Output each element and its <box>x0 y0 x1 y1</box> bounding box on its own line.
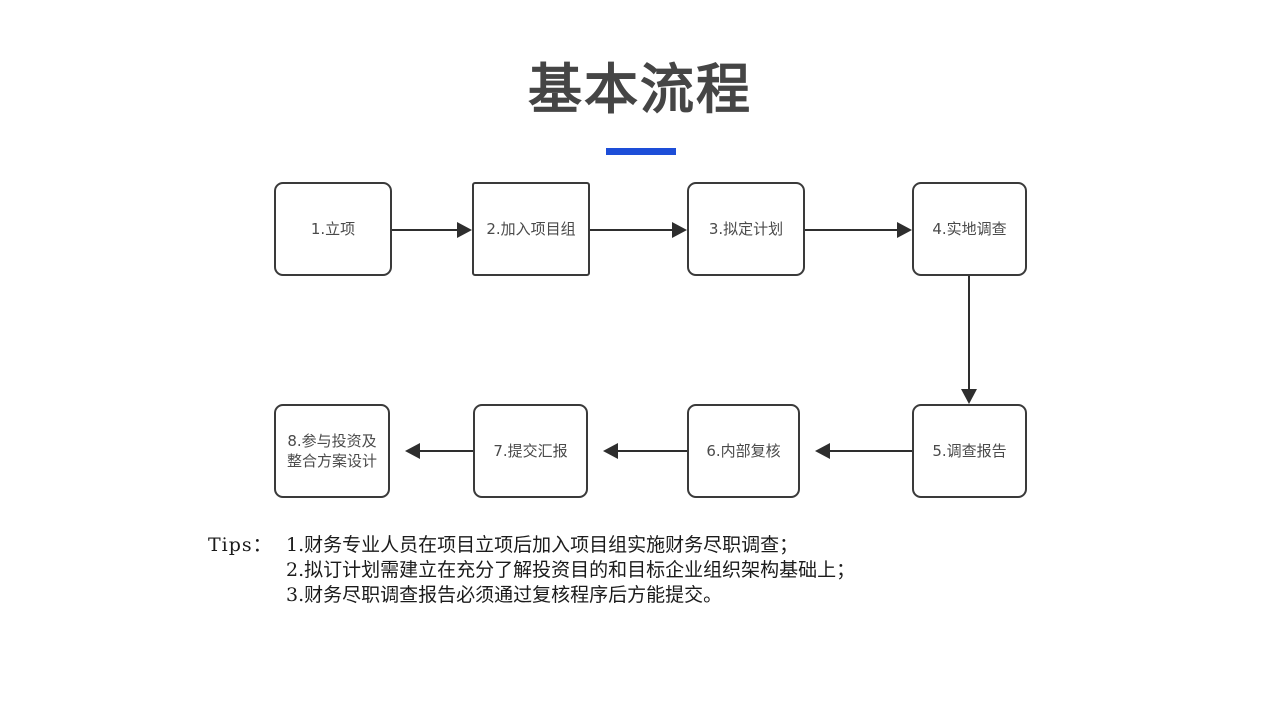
connector-step-2-to-step-3-line <box>590 229 672 231</box>
connector-step-5-to-step-6-arrowhead-icon <box>815 443 830 459</box>
tips-label: Tips： <box>208 534 273 556</box>
flow-node-step-8[interactable]: 8.参与投资及 整合方案设计 <box>274 404 390 498</box>
connector-step-4-to-step-5-line <box>968 276 970 389</box>
connector-step-1-to-step-2-arrowhead-icon <box>457 222 472 238</box>
connector-step-6-to-step-7-line <box>618 450 687 452</box>
flow-node-step-3[interactable]: 3.拟定计划 <box>687 182 805 276</box>
flow-node-step-2[interactable]: 2.加入项目组 <box>472 182 590 276</box>
flow-node-step-2-label: 2.加入项目组 <box>486 219 576 238</box>
flow-node-step-7[interactable]: 7.提交汇报 <box>473 404 588 498</box>
flow-node-step-6-label: 6.内部复核 <box>706 441 781 460</box>
flow-node-step-8-label: 8.参与投资及 <box>287 431 377 450</box>
title-accent-underline <box>606 148 676 155</box>
tips-block: Tips： 1.财务专业人员在项目立项后加入项目组实施财务尽职调查； 2.拟订计划… <box>208 533 855 608</box>
connector-step-3-to-step-4-arrowhead-icon <box>897 222 912 238</box>
connector-step-4-to-step-5-arrowhead-icon <box>961 389 977 404</box>
flow-node-step-5-label: 5.调查报告 <box>932 441 1007 460</box>
flow-node-step-7-label: 7.提交汇报 <box>493 441 568 460</box>
flow-node-step-4-label: 4.实地调查 <box>932 219 1007 238</box>
connector-step-7-to-step-8-line <box>420 450 473 452</box>
tips-line-3-text: 3.财务尽职调查报告必须通过复核程序后方能提交。 <box>286 584 723 606</box>
flow-node-step-6[interactable]: 6.内部复核 <box>687 404 800 498</box>
flow-node-step-3-label: 3.拟定计划 <box>708 219 784 238</box>
tips-line-2: 2.拟订计划需建立在充分了解投资目的和目标企业组织架构基础上； <box>208 558 855 583</box>
tips-line-1-text: 1.财务专业人员在项目立项后加入项目组实施财务尽职调查； <box>286 534 799 556</box>
flow-node-step-1-label: 1.立项 <box>310 219 356 238</box>
page-title: 基本流程 <box>528 58 752 121</box>
tips-line-2-text: 2.拟订计划需建立在充分了解投资目的和目标企业组织架构基础上； <box>286 559 856 581</box>
flow-node-step-4[interactable]: 4.实地调查 <box>912 182 1027 276</box>
connector-step-3-to-step-4-line <box>805 229 897 231</box>
flow-node-step-5[interactable]: 5.调查报告 <box>912 404 1027 498</box>
tips-line-1: Tips： 1.财务专业人员在项目立项后加入项目组实施财务尽职调查； <box>208 533 855 558</box>
connector-step-2-to-step-3-arrowhead-icon <box>672 222 687 238</box>
connector-step-6-to-step-7-arrowhead-icon <box>603 443 618 459</box>
flow-node-step-8-label-line2: 整合方案设计 <box>286 452 377 470</box>
tips-line-3: 3.财务尽职调查报告必须通过复核程序后方能提交。 <box>208 583 855 608</box>
connector-step-1-to-step-2-line <box>392 229 457 231</box>
connector-step-7-to-step-8-arrowhead-icon <box>405 443 420 459</box>
flow-node-step-1[interactable]: 1.立项 <box>274 182 392 276</box>
connector-step-5-to-step-6-line <box>830 450 912 452</box>
